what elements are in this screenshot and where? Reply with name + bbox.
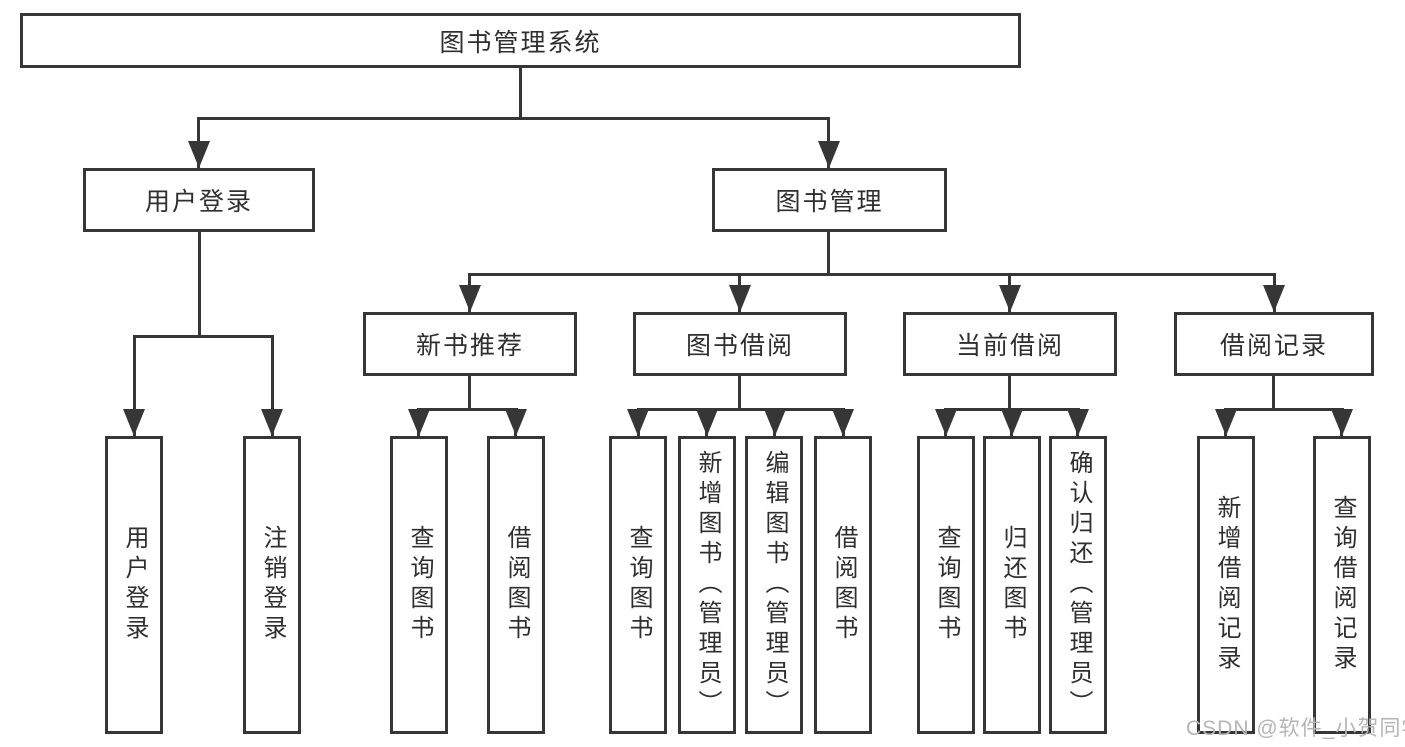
connector-line <box>468 273 1276 276</box>
node-label: 新书推荐 <box>415 332 524 360</box>
arrowhead-icon <box>261 409 283 436</box>
node-label: 编辑图书（管理员） <box>761 450 788 720</box>
node-label: 查询图书 <box>933 525 960 645</box>
node-label: 查询图书 <box>625 525 652 645</box>
arrowhead-icon <box>505 409 527 436</box>
arrowhead-icon <box>123 409 145 436</box>
arrowhead-icon <box>1067 409 1089 436</box>
node-user-login: 用户登录 <box>83 168 315 232</box>
connector-line <box>637 408 845 411</box>
node-book-borrow: 图书借阅 <box>633 312 847 376</box>
connector-line <box>1224 408 1344 411</box>
node-br-add-record: 新增借阅记录 <box>1197 436 1255 734</box>
arrowhead-icon <box>188 141 210 168</box>
connector-line <box>133 335 136 436</box>
node-nbr-query-book: 查询图书 <box>390 436 448 734</box>
arrowhead-icon <box>459 285 481 312</box>
node-label: 图书管理 <box>775 188 884 216</box>
arrowhead-icon <box>408 409 430 436</box>
node-nbr-borrow-book: 借阅图书 <box>487 436 545 734</box>
arrowhead-icon <box>729 285 751 312</box>
node-br-query-record: 查询借阅记录 <box>1313 436 1371 734</box>
arrowhead-icon <box>999 285 1021 312</box>
connector-line <box>417 408 518 411</box>
node-library-system: 图书管理系统 <box>20 13 1021 68</box>
node-logout: 注销登录 <box>243 436 301 734</box>
node-label: 注销登录 <box>259 525 286 645</box>
connector-line <box>197 117 829 120</box>
node-label: 用户登录 <box>144 188 253 216</box>
connector-line <box>198 232 201 338</box>
node-book-management: 图书管理 <box>712 168 947 232</box>
node-cb-return-book: 归还图书 <box>983 436 1041 734</box>
node-label: 借阅图书 <box>503 525 530 645</box>
csdn-watermark: CSDN @软件_小贺同学 <box>1186 717 1405 740</box>
connector-line <box>827 232 830 276</box>
node-cb-query-book: 查询图书 <box>917 436 975 734</box>
arrowhead-icon <box>696 409 718 436</box>
node-label: 图书管理系统 <box>439 28 602 57</box>
arrowhead-icon <box>1331 409 1353 436</box>
arrowhead-icon <box>1001 409 1023 436</box>
node-borrow-record: 借阅记录 <box>1174 312 1374 376</box>
node-label: 新增借阅记录 <box>1213 495 1240 675</box>
node-label: 查询借阅记录 <box>1329 495 1356 675</box>
connector-line <box>519 68 522 120</box>
connector-line <box>271 335 274 436</box>
connector-line <box>133 335 274 338</box>
node-bb-query-book: 查询图书 <box>609 436 667 734</box>
connector-line <box>1272 376 1275 411</box>
node-new-book-recommend: 新书推荐 <box>363 312 577 376</box>
node-label: 新增图书（管理员） <box>694 450 721 720</box>
node-label: 查询图书 <box>406 525 433 645</box>
node-bb-add-book-admin: 新增图书（管理员） <box>678 436 736 734</box>
connector-line <box>1008 376 1011 411</box>
node-current-borrow: 当前借阅 <box>903 312 1117 376</box>
node-bb-edit-book-admin: 编辑图书（管理员） <box>745 436 803 734</box>
node-label: 借阅图书 <box>830 525 857 645</box>
node-bb-borrow-book: 借阅图书 <box>814 436 872 734</box>
arrowhead-icon <box>832 409 854 436</box>
arrowhead-icon <box>935 409 957 436</box>
node-label: 用户登录 <box>121 525 148 645</box>
node-label: 当前借阅 <box>955 332 1064 360</box>
node-user-login-action: 用户登录 <box>105 436 163 734</box>
arrowhead-icon <box>1215 409 1237 436</box>
node-label: 图书借阅 <box>685 332 794 360</box>
connector-line <box>468 376 471 411</box>
node-label: 确认归还（管理员） <box>1065 450 1092 720</box>
connector-line <box>738 376 741 411</box>
arrowhead-icon <box>818 141 840 168</box>
arrowhead-icon <box>627 409 649 436</box>
node-label: 归还图书 <box>999 525 1026 645</box>
arrowhead-icon <box>764 409 786 436</box>
node-label: 借阅记录 <box>1219 332 1328 360</box>
arrowhead-icon <box>1263 285 1285 312</box>
node-cb-confirm-return-admin: 确认归还（管理员） <box>1049 436 1107 734</box>
